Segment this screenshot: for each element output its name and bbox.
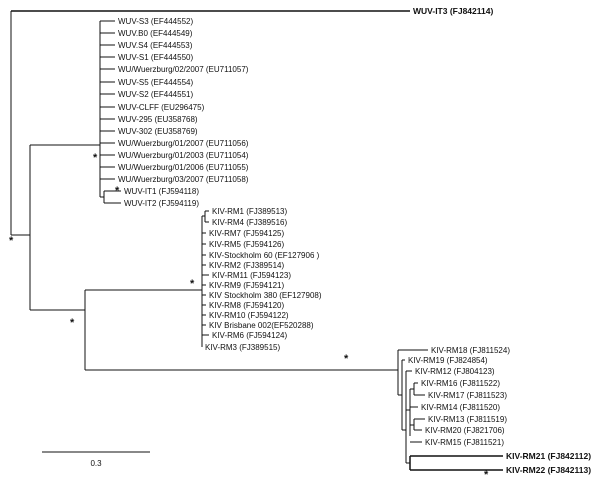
leaf-label-kiv-rm22: KIV-RM22 (FJ842113)	[506, 465, 591, 475]
leaf-label-kiv-rm18: KIV-RM18 (FJ811524)	[431, 346, 510, 355]
tree-branches	[10, 10, 503, 471]
leaf-label-wuv-clff: WUV-CLFF (EU296475)	[118, 103, 205, 112]
leaf-label-kiv-rm11: KIV-RM11 (FJ594123)	[212, 271, 291, 280]
leaf-label-kiv-rm15: KIV-RM15 (FJ811521)	[425, 438, 504, 447]
leaf-label-wuv-it3: WUV-IT3 (FJ842114)	[413, 6, 493, 16]
leaf-label-wu-1-2003: WU/Wuerzburg/01/2003 (EU711054)	[118, 151, 249, 160]
leaf-label-kiv-rm1: KIV-RM1 (FJ389513)	[212, 207, 287, 216]
support-asterisk-5: *	[344, 353, 349, 365]
leaf-label-wu-2-2007: WU/Wuerzburg/02/2007 (EU711057)	[118, 65, 249, 74]
support-asterisk-6: *	[484, 469, 489, 480]
leaf-label-wuv-it1: WUV-IT1 (FJ594118)	[124, 187, 199, 196]
support-asterisk-4: *	[70, 317, 75, 329]
leaf-label-kiv-rm9: KIV-RM9 (FJ594121)	[209, 281, 284, 290]
leaf-label-wuv-s3: WUV-S3 (EF444552)	[118, 17, 193, 26]
leaf-label-kiv-rm20: KIV-RM20 (FJ821706)	[425, 426, 505, 435]
leaf-label-kiv-rm19: KIV-RM19 (FJ824854)	[408, 356, 488, 365]
leaf-label-wuv-it2: WUV-IT2 (FJ594119)	[124, 199, 199, 208]
leaf-label-wu-3-2007: WU/Wuerzburg/03/2007 (EU711058)	[118, 175, 249, 184]
leaf-label-kiv-rm21: KIV-RM21 (FJ842112)	[506, 451, 591, 461]
leaf-label-kiv-sth380: KIV Stockholm 380 (EF127908)	[209, 291, 322, 300]
scale-bar: 0.3	[42, 451, 150, 468]
leaf-label-kiv-rm3: KIV-RM3 (FJ389515)	[205, 343, 280, 352]
leaf-label-wu-1-2006: WU/Wuerzburg/01/2006 (EU711055)	[118, 163, 249, 172]
leaf-label-kiv-rm5: KIV-RM5 (FJ594126)	[209, 240, 284, 249]
leaf-label-wuv-s1: WUV-S1 (EF444550)	[118, 53, 193, 62]
tree-leaf-labels: WUV-IT3 (FJ842114) WUV-S3 (EF444552) WUV.B…	[118, 6, 591, 475]
support-markers: * * * * * * *	[9, 152, 489, 481]
leaf-label-wuv-302: WUV-302 (EU358769)	[118, 127, 198, 136]
leaf-label-kiv-rm6: KIV-RM6 (FJ594124)	[212, 331, 287, 340]
leaf-label-kiv-rm2: KIV-RM2 (FJ389514)	[209, 261, 284, 270]
leaf-label-kiv-rm14: KIV-RM14 (FJ811520)	[421, 403, 500, 412]
leaf-label-kiv-sth60: KIV-Stockholm 60 (EF127906 )	[209, 251, 320, 260]
leaf-label-kiv-rm13: KIV-RM13 (FJ811519)	[428, 415, 507, 424]
leaf-label-kiv-rm10: KIV-RM10 (FJ594122)	[209, 311, 289, 320]
scale-bar-label: 0.3	[90, 459, 102, 468]
leaf-label-wuv-295: WUV-295 (EU358768)	[118, 115, 198, 124]
leaf-label-wuv-s4: WUV.S4 (EF444553)	[118, 41, 193, 50]
leaf-label-wu-1-2007: WU/Wuerzburg/01/2007 (EU711056)	[118, 139, 249, 148]
leaf-label-kiv-rm4: KIV-RM4 (FJ389516)	[212, 218, 287, 227]
leaf-label-kiv-rm12: KIV-RM12 (FJ804123)	[415, 367, 495, 376]
leaf-label-kiv-rm16: KIV-RM16 (FJ811522)	[421, 379, 500, 388]
support-asterisk-3: *	[190, 278, 195, 290]
leaf-label-wuv-b0: WUV.B0 (EF444549)	[118, 29, 193, 38]
leaf-label-wuv-s2: WUV-S2 (EF444551)	[118, 90, 193, 99]
leaf-label-kiv-rm17: KIV-RM17 (FJ811523)	[428, 391, 507, 400]
leaf-label-kiv-bris: KIV Brisbane 002(EF520288)	[209, 321, 314, 330]
leaf-label-kiv-rm8: KIV-RM8 (FJ594120)	[209, 301, 284, 310]
support-asterisk-1: *	[93, 152, 98, 164]
support-asterisk-2: *	[115, 185, 120, 197]
leaf-label-kiv-rm7: KIV-RM7 (FJ594125)	[209, 229, 284, 238]
leaf-label-wuv-s5: WUV-S5 (EF444554)	[118, 78, 193, 87]
support-asterisk-0: *	[9, 235, 14, 247]
